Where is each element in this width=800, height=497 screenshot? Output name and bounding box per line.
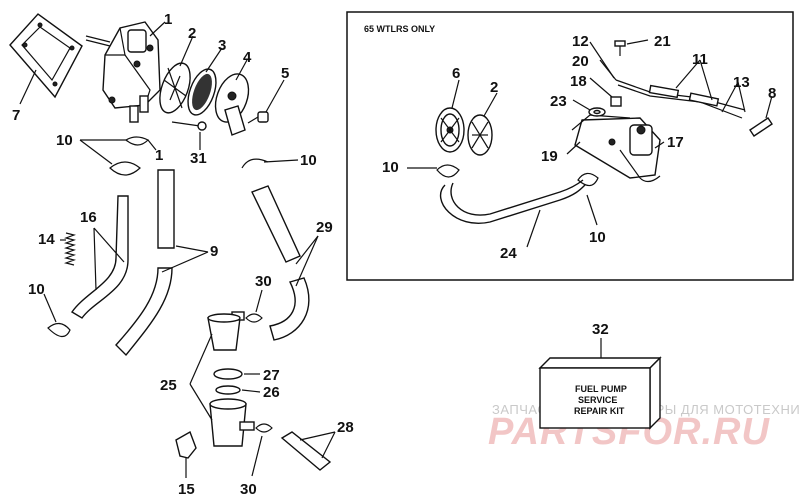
part-1-fuel-pump-body	[85, 21, 161, 123]
part-10-clamp-a	[124, 136, 150, 146]
part-18-nut	[610, 96, 622, 107]
part-2-filter-screen-inset	[467, 114, 493, 156]
part-32-repair-kit: FUEL PUMP SERVICE REPAIR KIT	[538, 338, 662, 430]
part-25-fuel-filter	[207, 311, 255, 447]
part-16-hose	[70, 195, 129, 319]
part-8-pin	[749, 117, 773, 137]
part-27-o-ring	[213, 368, 243, 380]
part-3-gasket-ring	[187, 68, 217, 116]
part-9-hose-lower	[115, 267, 173, 357]
part-7-gasket	[9, 13, 83, 99]
part-29-hose-lower	[269, 277, 310, 341]
callout-3: 3	[218, 37, 226, 54]
part-30-clip-upper	[245, 313, 263, 323]
callout-6: 6	[452, 65, 460, 82]
part-29-hose-upper	[251, 185, 301, 263]
callout-17: 17	[667, 134, 684, 151]
callout-31: 31	[190, 150, 207, 167]
part-9-hose-upper	[157, 169, 175, 249]
callout-5: 5	[281, 65, 289, 82]
callout-9: 9	[210, 243, 218, 260]
inset-border	[346, 11, 794, 281]
callout-30-upper: 30	[255, 273, 272, 290]
callout-25: 25	[160, 377, 177, 394]
part-6-check-valve	[435, 107, 465, 153]
kit-label-line-3: REPAIR KIT	[574, 406, 625, 416]
part-14-spring	[63, 232, 77, 266]
callout-18: 18	[570, 73, 587, 90]
callout-32: 32	[592, 321, 609, 338]
part-17-electric-pump	[574, 117, 661, 183]
callout-15: 15	[178, 481, 195, 497]
callout-4: 4	[243, 49, 252, 66]
callout-8: 8	[768, 85, 776, 102]
part-19-bracket	[571, 114, 631, 131]
part-4-pump-cover	[214, 73, 250, 136]
part-5-screw	[247, 111, 269, 124]
part-31-screw	[171, 121, 207, 131]
callout-13: 13	[733, 74, 750, 91]
part-10-clamp-inset	[436, 164, 460, 178]
part-23-grommet	[588, 107, 606, 117]
callout-26: 26	[263, 384, 280, 401]
callout-30-lower: 30	[240, 481, 257, 497]
callout-23: 23	[550, 93, 567, 110]
part-30-clip-lower	[255, 423, 273, 433]
kit-label-line-2: SERVICE	[578, 395, 617, 405]
callout-1: 1	[164, 11, 172, 28]
inset-title: 65 WTLRS ONLY	[364, 24, 435, 34]
callout-29: 29	[316, 219, 333, 236]
part-21-screw	[614, 40, 626, 56]
callout-1-lower: 1	[155, 147, 163, 164]
callout-2: 2	[188, 25, 196, 42]
callout-28: 28	[337, 419, 354, 436]
callout-10-inset-right: 10	[589, 229, 606, 246]
callout-20: 20	[572, 53, 589, 70]
callout-21: 21	[654, 33, 671, 50]
part-15-bracket	[175, 430, 197, 459]
part-28-hose	[280, 431, 332, 471]
callout-19: 19	[541, 148, 558, 165]
callout-7: 7	[12, 107, 20, 124]
callout-10-pump: 10	[56, 132, 73, 149]
callout-12: 12	[572, 33, 589, 50]
callout-14: 14	[38, 231, 55, 248]
callout-16: 16	[80, 209, 97, 226]
part-2-filter-screen	[159, 62, 191, 114]
part-10-clamp-c	[241, 158, 269, 169]
callout-11: 11	[692, 51, 708, 68]
callout-10-lower: 10	[28, 281, 45, 298]
part-26-gasket	[215, 385, 241, 395]
part-10-clamp-inset-right	[577, 172, 599, 187]
part-10-clamp-b	[109, 161, 141, 176]
part-10-clamp-d	[47, 322, 71, 338]
kit-label-line-1: FUEL PUMP	[575, 384, 627, 394]
callout-27: 27	[263, 367, 280, 384]
callout-24: 24	[500, 245, 517, 262]
inset-panel: 65 WTLRS ONLY	[346, 11, 794, 281]
callout-2-inset: 2	[490, 79, 498, 96]
callout-10-right: 10	[300, 152, 317, 169]
callout-10-inset-left: 10	[382, 159, 399, 176]
